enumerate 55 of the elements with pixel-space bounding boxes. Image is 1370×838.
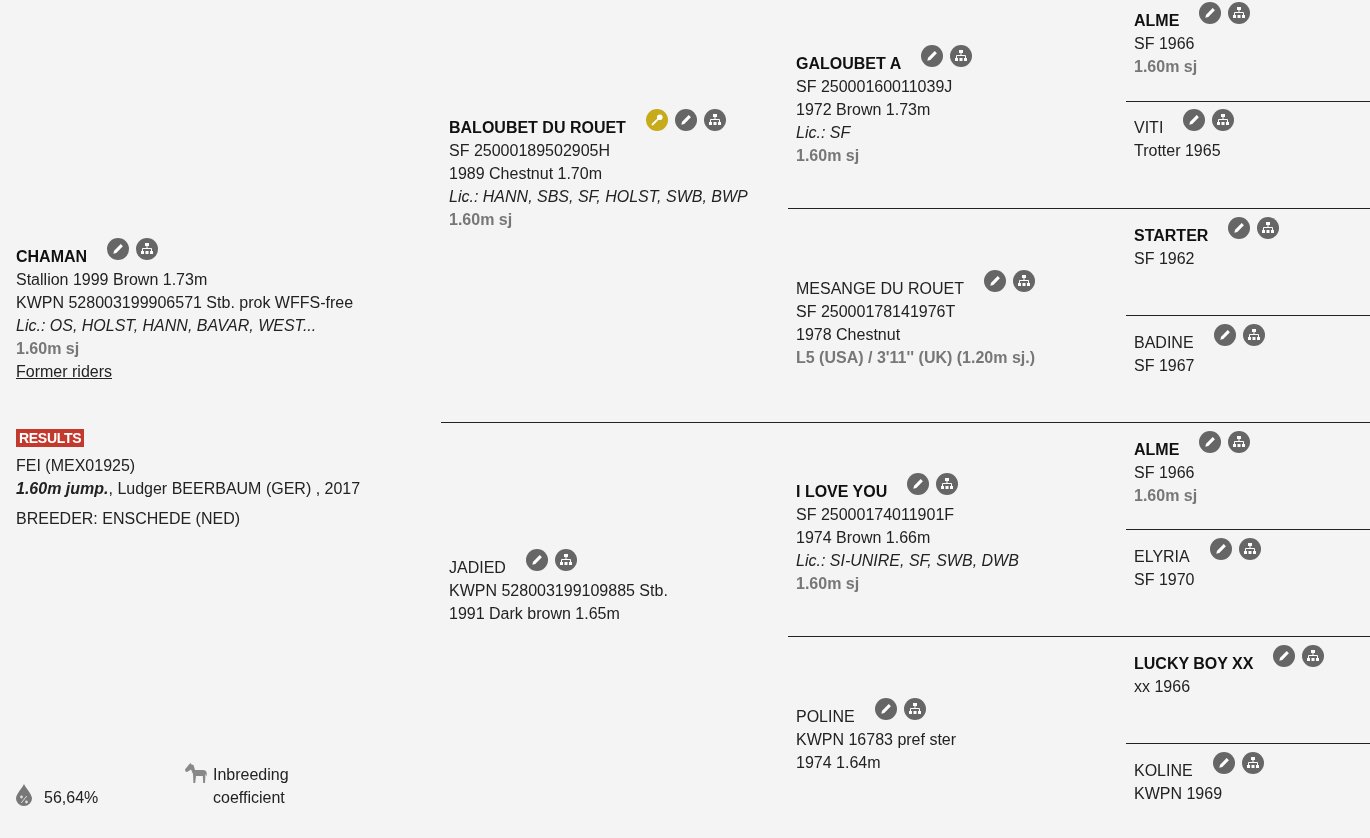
info-text: 1989 Chestnut 1.70m bbox=[449, 164, 602, 184]
info-text: SF 1962 bbox=[1134, 249, 1195, 269]
horse-name: MESANGE DU ROUET bbox=[796, 279, 964, 299]
horse-name: VITI bbox=[1134, 118, 1164, 138]
horse-name: BALOUBET DU ROUET bbox=[449, 118, 626, 138]
info-text: 1972 Brown 1.73m bbox=[796, 100, 931, 120]
performance-text: 1.60m sj bbox=[796, 146, 860, 166]
horse-name: ALME bbox=[1134, 440, 1180, 460]
licence-text: Lic.: SF bbox=[796, 123, 851, 143]
performance-text: 1.60m sj bbox=[1134, 57, 1198, 77]
horse-name: STARTER bbox=[1134, 226, 1209, 246]
info-text: xx 1966 bbox=[1134, 677, 1191, 697]
info-text: 1978 Chestnut bbox=[796, 325, 901, 345]
inbreeding-value: 56,64% bbox=[44, 788, 99, 808]
fei-id-text: FEI (MEX01925) bbox=[16, 456, 136, 476]
info-text: SF 1970 bbox=[1134, 570, 1195, 590]
info-text: Stallion 1999 Brown 1.73m bbox=[16, 270, 208, 290]
horse-name: LUCKY BOY XX bbox=[1134, 654, 1254, 674]
results-badge: RESULTS bbox=[16, 429, 85, 447]
info-text: KWPN 16783 pref ster bbox=[796, 730, 957, 750]
result-text: 1.60m jump., Ludger BEERBAUM (GER) , 2017 bbox=[16, 479, 361, 499]
info-text: SF 1967 bbox=[1134, 356, 1195, 376]
info-text: 1974 1.64m bbox=[796, 753, 881, 773]
horse-name: KOLINE bbox=[1134, 761, 1193, 781]
performance-text: 1.60m sj bbox=[449, 210, 513, 230]
horse-name: I LOVE YOU bbox=[796, 482, 888, 502]
licence-text: Lic.: SI-UNIRE, SF, SWB, DWB bbox=[796, 551, 1019, 571]
inbreeding-label: Inbreeding coefficient bbox=[213, 765, 290, 808]
performance-text: 1.60m sj bbox=[16, 339, 80, 359]
performance-text: 1.60m sj bbox=[796, 574, 860, 594]
info-text: SF 1966 bbox=[1134, 463, 1195, 483]
horse-name: ALME bbox=[1134, 11, 1180, 31]
info-text: 1974 Brown 1.66m bbox=[796, 528, 931, 548]
info-text: SF 25000189502905H bbox=[449, 141, 611, 161]
licence-text: Lic.: HANN, SBS, SF, HOLST, SWB, BWP bbox=[449, 187, 748, 207]
horse-name: JADIED bbox=[449, 558, 506, 578]
horse-name: BADINE bbox=[1134, 333, 1194, 353]
info-text: SF 25000178141976T bbox=[796, 302, 956, 322]
info-text: KWPN 1969 bbox=[1134, 784, 1223, 804]
horse-name: POLINE bbox=[796, 707, 855, 727]
breeder-text: BREEDER: ENSCHEDE (NED) bbox=[16, 509, 241, 529]
info-text: SF 25000160011039J bbox=[796, 77, 953, 97]
info-text: SF 1966 bbox=[1134, 34, 1195, 54]
licence-text: Lic.: OS, HOLST, HANN, BAVAR, WEST... bbox=[16, 316, 317, 336]
horse-name: GALOUBET A bbox=[796, 54, 902, 74]
info-text: KWPN 528003199109885 Stb. bbox=[449, 581, 668, 601]
info-text: SF 25000174011901F bbox=[796, 505, 955, 525]
riders-link: Former riders bbox=[16, 362, 112, 382]
horse-name: ELYRIA bbox=[1134, 547, 1190, 567]
horse-name: CHAMAN bbox=[16, 247, 88, 267]
performance-text: L5 (USA) / 3'11'' (UK) (1.20m sj.) bbox=[796, 348, 1036, 368]
info-text: Trotter 1965 bbox=[1134, 141, 1221, 161]
info-text: 1991 Dark brown 1.65m bbox=[449, 604, 620, 624]
performance-text: 1.60m sj bbox=[1134, 486, 1198, 506]
info-text: KWPN 528003199906571 Stb. prok WFFS-free bbox=[16, 293, 354, 313]
